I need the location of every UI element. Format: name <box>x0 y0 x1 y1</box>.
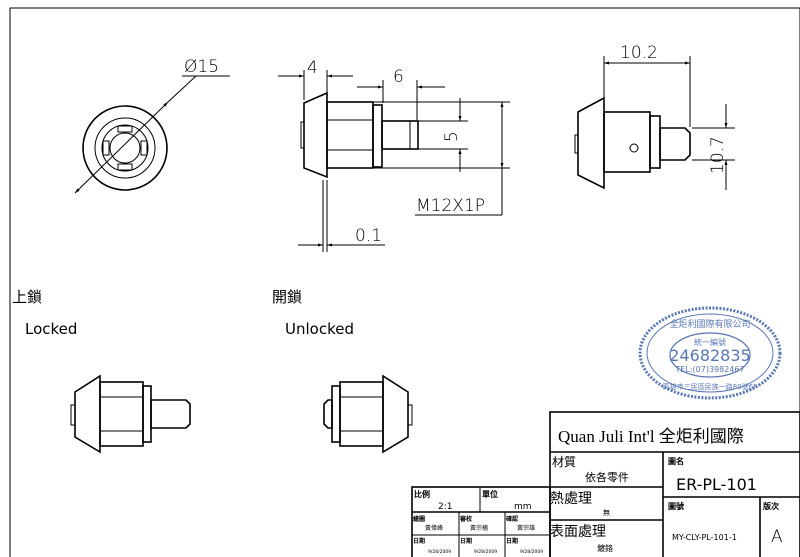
dim-gap: 0.1 <box>355 226 382 246</box>
company-seal: 全炬利國際有限公司 統一編號 24682835 TEL:(07)3982467 … <box>638 306 782 400</box>
drawing-number-label: 圖號 <box>668 501 684 511</box>
dim-height: 10.7 <box>708 136 728 174</box>
unit: mm <box>514 502 532 512</box>
diameter-dimension: Ø15 <box>184 57 219 77</box>
surface-treatment-label: 表面處理 <box>550 524 606 540</box>
drawn-by: 黃偉峰 <box>425 524 443 532</box>
unlocked-view <box>323 374 413 454</box>
revision-label: 版次 <box>762 501 779 511</box>
scale: 2:1 <box>438 502 452 512</box>
date-approved: 9/28/2009 <box>520 549 543 555</box>
dim-overall-length: 10.2 <box>620 43 658 63</box>
unlocked-label-zh: 開鎖 <box>272 288 302 306</box>
company-name: Quan Juli Int'l 全炬利國際 <box>558 427 744 446</box>
unlocked-label-en: Unlocked <box>285 320 354 338</box>
thread-spec: M12X1P <box>416 196 485 216</box>
material-label: 材質 <box>552 454 576 469</box>
side-view: 4 6 5 M12X1P 0.1 <box>278 58 510 252</box>
seal-address: 高雄市三民區民族一路80號6F <box>663 382 757 391</box>
date-label: 日期 <box>460 537 472 545</box>
dim-pin-diameter: 5 <box>442 131 462 142</box>
locked-label-en: Locked <box>25 320 77 338</box>
dim-head-width: 4 <box>307 58 318 78</box>
drawn-label: 繪圖 <box>413 515 425 523</box>
drawing-name: ER-PL-101 <box>676 475 757 494</box>
dim-pin-length: 6 <box>393 67 404 87</box>
drawing-name-label: 圖名 <box>668 456 684 466</box>
right-view: 10.2 10.7 <box>574 43 735 190</box>
front-view: Ø15 <box>74 57 230 194</box>
date-label: 日期 <box>413 537 425 545</box>
checked-by: 黃宗檣 <box>470 524 488 532</box>
date-drawn: 9/28/2009 <box>428 549 451 555</box>
seal-id-label: 統一編號 <box>694 337 726 347</box>
title-block: Quan Juli Int'l 全炬利國際 材質 依各零件 熱處理 無 表面處理… <box>411 411 800 557</box>
heat-treatment-value: 無 <box>603 508 610 517</box>
material-value: 依各零件 <box>585 470 629 484</box>
heat-treatment-label: 熱處理 <box>550 491 592 507</box>
surface-treatment-value: 鍍鉻 <box>597 543 613 553</box>
checked-label: 審校 <box>459 515 473 523</box>
approved-by: 黃宗雄 <box>517 524 535 532</box>
seal-id-number: 24682835 <box>669 346 750 365</box>
approved-label: 確認 <box>506 515 518 523</box>
unit-label: 單位 <box>482 489 498 499</box>
drawing-number: MY-CLY-PL-101-1 <box>672 533 737 542</box>
drawing-frame <box>9 7 800 557</box>
revision: A <box>771 527 783 547</box>
locked-view <box>70 374 191 454</box>
seal-company: 全炬利國際有限公司 <box>669 318 750 330</box>
seal-tel: TEL:(07)3982467 <box>674 365 744 374</box>
scale-label: 比例 <box>414 489 430 499</box>
locked-label-zh: 上鎖 <box>12 288 42 306</box>
date-label: 日期 <box>506 537 518 545</box>
date-checked: 9/28/2009 <box>474 549 497 555</box>
